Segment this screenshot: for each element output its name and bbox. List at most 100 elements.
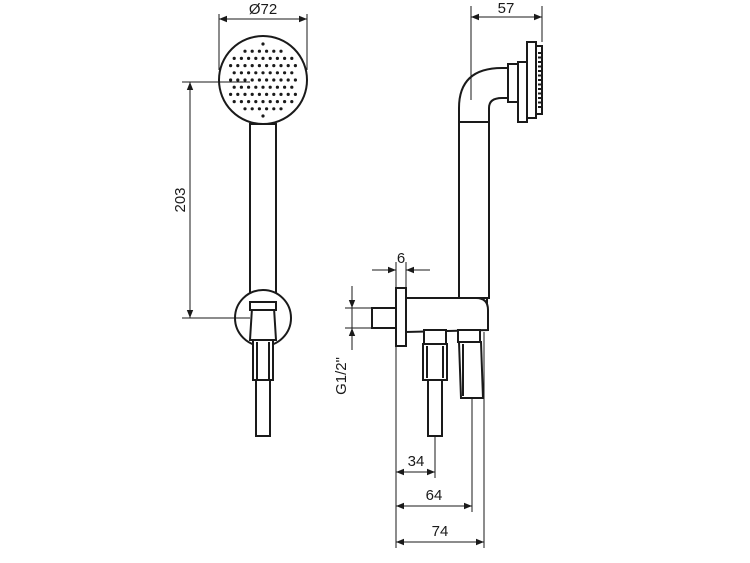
nozzle-hole [283, 71, 287, 75]
head-flange [517, 61, 528, 123]
nozzle-hole [236, 64, 240, 68]
nozzle-hole [283, 85, 287, 89]
nozzle-hole [279, 92, 283, 96]
dim-label-length: 203 [172, 187, 189, 212]
nozzle-hole [229, 92, 233, 96]
nozzle-hole [261, 100, 265, 104]
outlet-pipe [427, 379, 443, 437]
side-nozzle [538, 65, 542, 68]
nozzle-hole [261, 85, 265, 89]
nozzle-hole [250, 78, 254, 82]
nozzle-hole [257, 64, 261, 68]
side-nozzle [538, 97, 542, 99]
side-nozzle [538, 61, 542, 63]
nozzle-hole [272, 49, 276, 53]
nozzle-hole [272, 64, 276, 68]
nozzle-hole [268, 56, 272, 61]
side-nozzles [538, 52, 542, 108]
nozzle-hole [250, 92, 254, 96]
nozzle-hole [247, 71, 251, 75]
side-nozzle [538, 83, 542, 86]
nozzle-hole [236, 92, 240, 96]
nozzle-hole [239, 100, 243, 104]
nozzle-hole [254, 71, 258, 75]
bracket-holder [248, 307, 278, 341]
holder-arm [457, 341, 485, 399]
side-nozzle [538, 92, 542, 95]
nozzle-hole [232, 85, 236, 89]
nozzle-hole [254, 100, 258, 104]
side-view: 57 6 G1/2" 34 64 74 [333, 0, 543, 548]
hose-stub [255, 379, 271, 437]
nozzle-hole [286, 92, 290, 96]
holder-top [457, 329, 481, 343]
nozzle-hole [290, 85, 294, 89]
nozzle-hole [232, 71, 236, 75]
handle-collar [249, 301, 277, 311]
nozzle-hole [257, 107, 261, 111]
nozzle-hole [279, 107, 283, 111]
nozzle-hole [243, 107, 247, 111]
nozzle-hole [265, 49, 269, 53]
side-nozzle [538, 56, 542, 59]
outlet-nut [422, 343, 448, 381]
handle-elbow [458, 67, 515, 123]
side-nozzle [538, 74, 542, 77]
nozzle-hole [257, 92, 261, 96]
nozzle-hole [272, 107, 276, 111]
nozzle-hole [268, 100, 272, 104]
nozzle-hole [232, 56, 236, 61]
shower-handle [249, 123, 277, 303]
front-view: Ø72 203 [172, 1, 308, 437]
nozzle-hole [247, 85, 251, 89]
nozzle-hole [243, 64, 247, 68]
nozzle-hole [250, 64, 254, 68]
side-nozzle [538, 52, 542, 54]
side-nozzle [538, 79, 542, 81]
nozzle-hole [236, 78, 240, 82]
outlet-nut-top [423, 329, 447, 345]
nozzle-hole [257, 49, 261, 53]
dim-label-depth: 57 [498, 0, 515, 17]
nozzle-hole [265, 92, 269, 96]
nozzle-hole [268, 71, 272, 75]
side-nozzle [538, 70, 542, 72]
nozzle-holes [229, 42, 297, 118]
nozzle-hole [261, 42, 265, 46]
nozzle-hole [265, 64, 269, 68]
dim-label-34: 34 [408, 453, 425, 470]
nozzle-hole [243, 78, 247, 82]
nozzle-hole [268, 85, 272, 89]
nozzle-hole [279, 64, 283, 68]
bracket-body [405, 297, 489, 334]
nozzle-hole [250, 107, 254, 111]
nozzle-hole [279, 49, 283, 53]
nozzle-hole [290, 71, 294, 75]
nozzle-hole [275, 85, 279, 89]
nozzle-hole [293, 92, 297, 96]
side-nozzle [538, 88, 542, 90]
nozzle-hole [239, 71, 243, 75]
thread-inlet [371, 307, 397, 329]
nozzle-hole [290, 100, 294, 104]
dim-label-thread: G1/2" [333, 357, 350, 395]
nozzle-hole [286, 78, 290, 82]
dim-label-64: 64 [426, 487, 443, 504]
nozzle-hole [290, 56, 294, 61]
nozzle-hole [283, 100, 287, 104]
nozzle-hole [293, 78, 297, 82]
nozzle-hole [265, 78, 269, 82]
side-nozzle [538, 106, 542, 108]
nozzle-hole [239, 85, 243, 89]
nozzle-hole [261, 114, 265, 118]
nozzle-hole [247, 56, 251, 61]
nozzle-hole [239, 56, 243, 61]
nozzle-hole [293, 64, 297, 68]
dim-label-74: 74 [432, 523, 449, 540]
nozzle-hole [272, 92, 276, 96]
nozzle-hole [229, 78, 233, 82]
nozzle-hole [254, 85, 258, 89]
nozzle-hole [247, 100, 251, 104]
nozzle-hole [261, 71, 265, 75]
nozzle-hole [286, 64, 290, 68]
